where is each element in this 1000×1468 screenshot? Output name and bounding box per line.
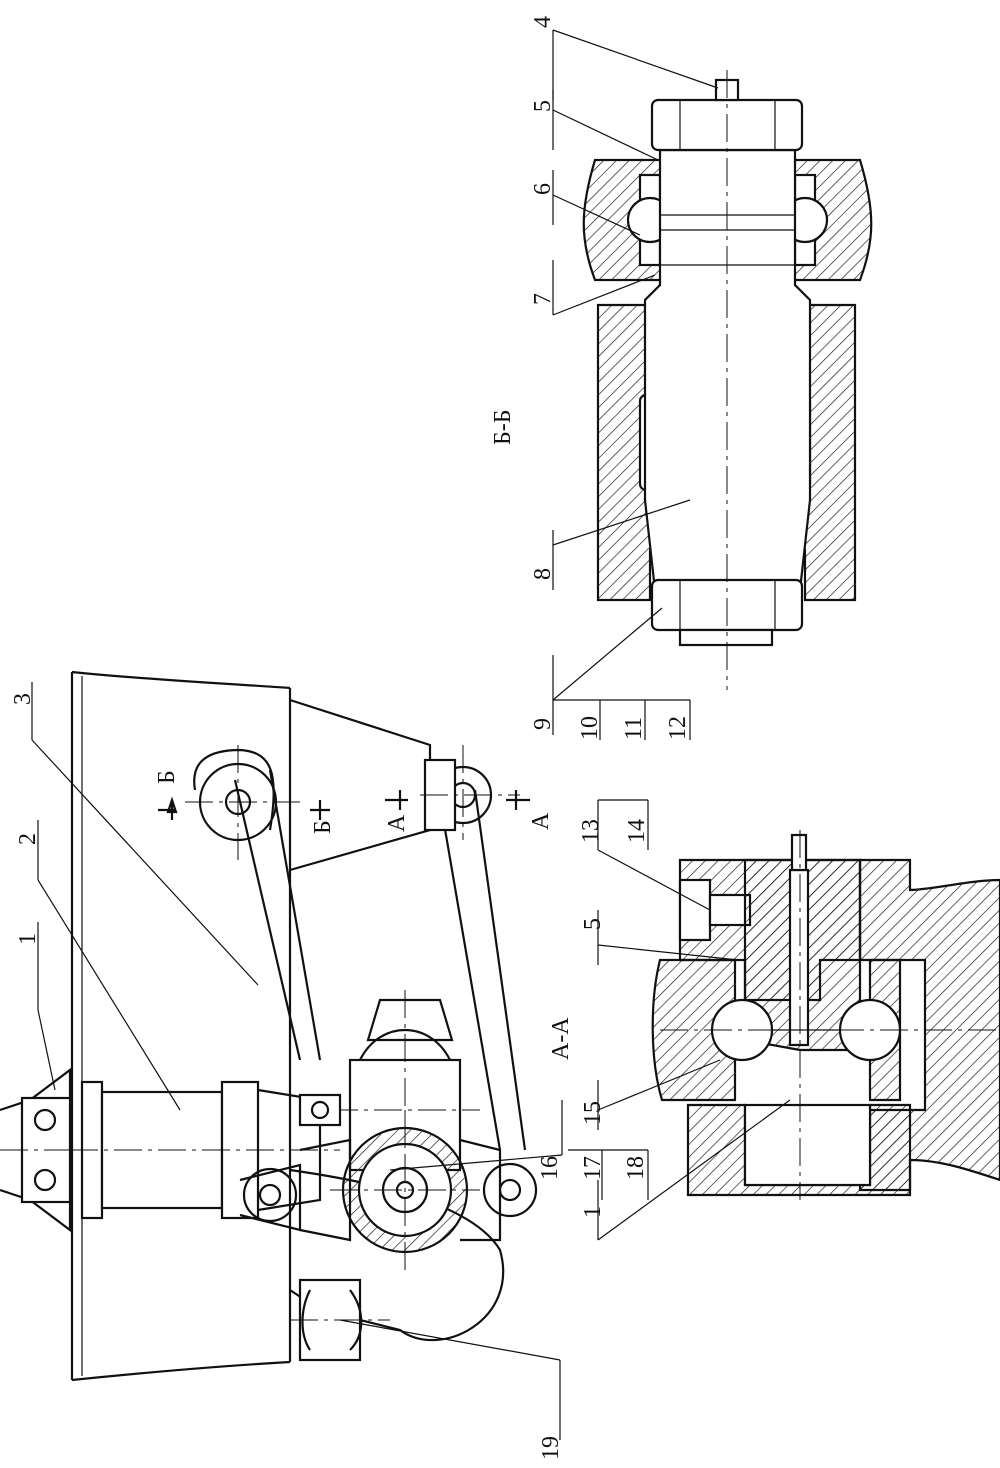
label-8: 8 (530, 568, 556, 580)
label-4: 4 (530, 16, 556, 28)
bearing-mount-19 (290, 1278, 390, 1362)
label-14: 14 (624, 819, 650, 843)
cut-mark-b-top: Б (154, 770, 180, 784)
shock-absorber-part-2 (70, 1080, 340, 1220)
label-1: 1 (15, 933, 41, 945)
joint-assembly-part-16 (239, 1110, 502, 1270)
label-7: 7 (530, 293, 556, 305)
label-3: 3 (10, 693, 36, 705)
leaders-main (31, 682, 649, 1440)
label-5: 5 (530, 100, 556, 112)
label-6: 6 (530, 183, 556, 195)
section-bb: 4 5 6 7 8 9 10 11 12 Б-Б (490, 16, 873, 740)
section-bb-title: Б-Б (490, 409, 516, 445)
label-19: 19 (538, 1436, 564, 1460)
label-2: 2 (15, 833, 41, 845)
section-aa: 13 14 5 15 1 А-А (548, 799, 1000, 1241)
label-1-section-aa: 1 (580, 1206, 606, 1218)
cut-marks (158, 790, 530, 820)
section-aa-title: А-А (548, 1017, 574, 1060)
lower-link (420, 745, 538, 1218)
leaders-aa (597, 799, 791, 1241)
main-view: Б Б А А 1 2 3 16 17 18 19 (0, 670, 649, 1460)
cut-mark-b-bottom: Б (310, 820, 336, 834)
upper-bracket (289, 698, 432, 872)
label-13: 13 (578, 819, 604, 843)
leaders-bb (552, 29, 719, 740)
upper-link-part-3 (185, 745, 322, 1061)
label-17: 17 (580, 1156, 606, 1180)
frame-beam (70, 670, 292, 1382)
label-5-section-aa: 5 (580, 918, 606, 930)
cut-mark-a-top: А (384, 814, 410, 832)
label-11: 11 (621, 717, 647, 740)
label-10: 10 (577, 716, 603, 740)
label-9: 9 (530, 718, 556, 730)
label-15: 15 (580, 1101, 606, 1125)
label-16: 16 (537, 1156, 563, 1180)
label-12: 12 (665, 716, 691, 740)
cut-mark-a-bottom: А (528, 812, 554, 830)
label-18: 18 (623, 1156, 649, 1180)
